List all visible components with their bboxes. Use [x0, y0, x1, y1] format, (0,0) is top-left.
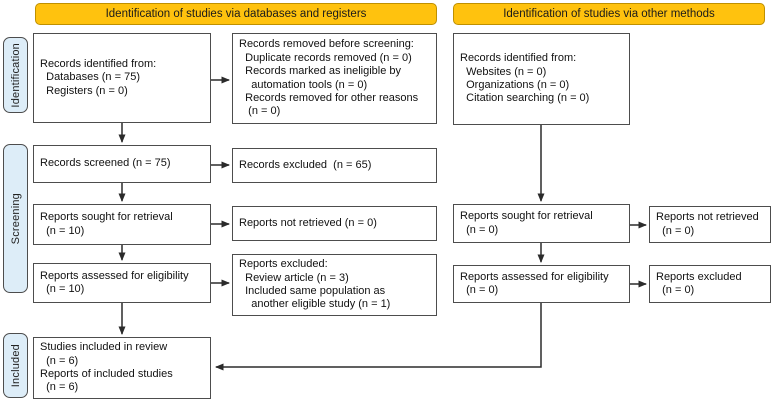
- stage-label-screening: Screening: [3, 144, 28, 293]
- box-reports-excluded-detail: Reports excluded: Review article (n = 3)…: [232, 254, 437, 316]
- stage-label-included: Included: [3, 333, 28, 398]
- box-records-screened: Records screened (n = 75): [33, 145, 211, 183]
- box-reports-sought-other: Reports sought for retrieval (n = 0): [453, 204, 630, 243]
- box-reports-not-retrieved-databases: Reports not retrieved (n = 0): [232, 206, 437, 241]
- box-records-identified-other-text: Records identified from: Websites (n = 0…: [460, 52, 590, 105]
- box-reports-assessed-databases: Reports assessed for eligibility (n = 10…: [33, 263, 211, 303]
- box-records-excluded-text: Records excluded (n = 65): [239, 158, 372, 171]
- stage-label-identification: Identification: [3, 37, 28, 113]
- header-other-methods-label: Identification of studies via other meth…: [503, 8, 715, 20]
- stage-label-included-text: Included: [9, 343, 22, 388]
- stage-label-screening-text: Screening: [9, 192, 22, 245]
- header-databases-registers: Identification of studies via databases …: [35, 3, 437, 25]
- box-records-identified-databases: Records identified from: Databases (n = …: [33, 33, 211, 123]
- box-reports-excluded-other-text: Reports excluded (n = 0): [656, 270, 742, 296]
- box-reports-sought-databases-text: Reports sought for retrieval (n = 10): [40, 211, 173, 237]
- box-reports-not-retrieved-other-text: Reports not retrieved (n = 0): [656, 211, 759, 237]
- box-studies-included: Studies included in review (n = 6) Repor…: [33, 337, 211, 399]
- box-records-removed: Records removed before screening: Duplic…: [232, 33, 437, 124]
- box-reports-not-retrieved-other: Reports not retrieved (n = 0): [649, 206, 771, 243]
- box-reports-assessed-databases-text: Reports assessed for eligibility (n = 10…: [40, 269, 189, 295]
- box-records-excluded: Records excluded (n = 65): [232, 148, 437, 183]
- box-records-screened-text: Records screened (n = 75): [40, 157, 171, 170]
- box-reports-assessed-other: Reports assessed for eligibility (n = 0): [453, 265, 630, 303]
- box-records-identified-databases-text: Records identified from: Databases (n = …: [40, 57, 157, 97]
- box-records-identified-other: Records identified from: Websites (n = 0…: [453, 33, 630, 125]
- box-reports-excluded-other: Reports excluded (n = 0): [649, 265, 771, 303]
- box-reports-sought-other-text: Reports sought for retrieval (n = 0): [460, 210, 593, 236]
- header-databases-registers-label: Identification of studies via databases …: [105, 8, 367, 20]
- box-reports-assessed-other-text: Reports assessed for eligibility (n = 0): [460, 270, 609, 296]
- box-studies-included-text: Studies included in review (n = 6) Repor…: [40, 341, 173, 394]
- box-records-removed-text: Records removed before screening: Duplic…: [239, 38, 419, 118]
- header-other-methods: Identification of studies via other meth…: [453, 3, 765, 25]
- stage-label-identification-text: Identification: [9, 42, 22, 108]
- box-reports-sought-databases: Reports sought for retrieval (n = 10): [33, 204, 211, 245]
- box-reports-not-retrieved-databases-text: Reports not retrieved (n = 0): [239, 216, 377, 229]
- box-reports-excluded-detail-text: Reports excluded: Review article (n = 3)…: [239, 258, 391, 311]
